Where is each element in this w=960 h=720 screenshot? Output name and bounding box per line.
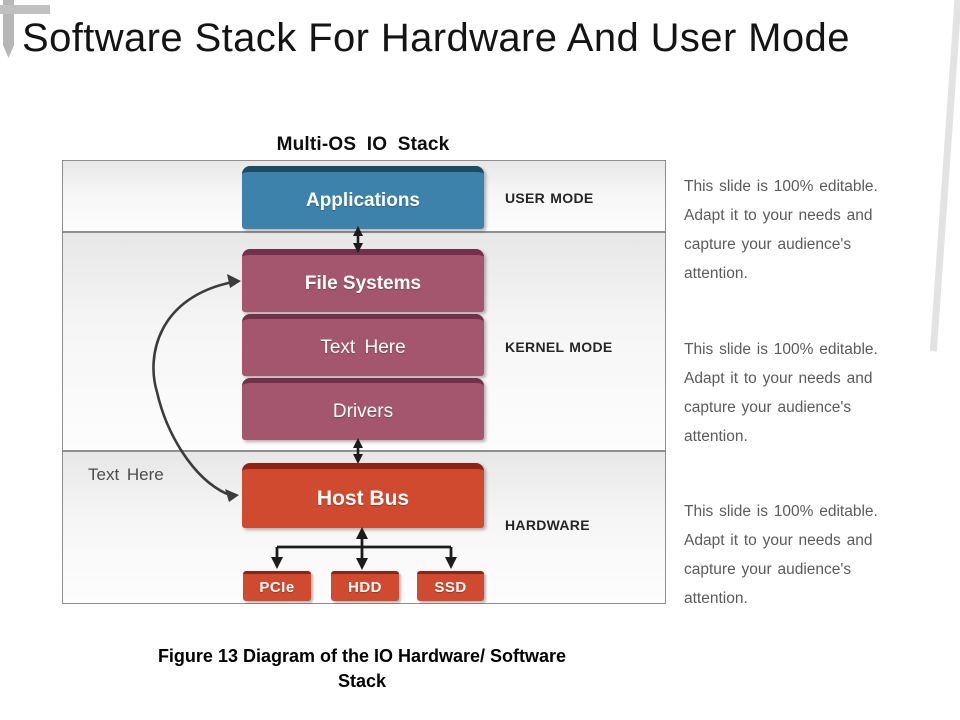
note-paragraph-3: This slide is 100% editable. Adapt it to…: [684, 503, 878, 607]
diagram-heading: Multi-OS IO Stack: [276, 134, 450, 155]
logo-horizontal-bar: [0, 5, 50, 14]
file-systems-box: File Systems: [242, 249, 484, 312]
applications-box: Applications: [242, 166, 484, 229]
label-hardware: HARDWARE: [505, 517, 590, 533]
figure-caption-line1: Figure 13 Diagram of the IO Hardware/ So…: [157, 646, 567, 666]
device-box-pcie: PCIe: [243, 571, 311, 601]
host-bus-box: Host Bus: [242, 463, 484, 528]
label-user-mode: USER MODE: [505, 190, 594, 206]
logo-vertical-bar: [3, 0, 14, 58]
side-text-here-label: Text Here: [88, 465, 164, 484]
device-box-ssd: SSD: [417, 571, 484, 601]
note-paragraph-1: This slide is 100% editable. Adapt it to…: [684, 178, 878, 282]
slide-title: Software Stack For Hardware And User Mod…: [22, 16, 850, 60]
figure-caption: Figure 13 Diagram of the IO Hardware/ So…: [132, 644, 592, 694]
figure-caption-line2: Stack: [337, 671, 387, 691]
note-paragraph-2: This slide is 100% editable. Adapt it to…: [684, 341, 878, 445]
drivers-box: Drivers: [242, 378, 484, 440]
corner-accent-stripe: [929, 0, 960, 352]
label-kernel-mode: KERNEL MODE: [505, 339, 613, 355]
device-box-hdd: HDD: [331, 571, 399, 601]
text-here-box: Text Here: [242, 314, 484, 376]
